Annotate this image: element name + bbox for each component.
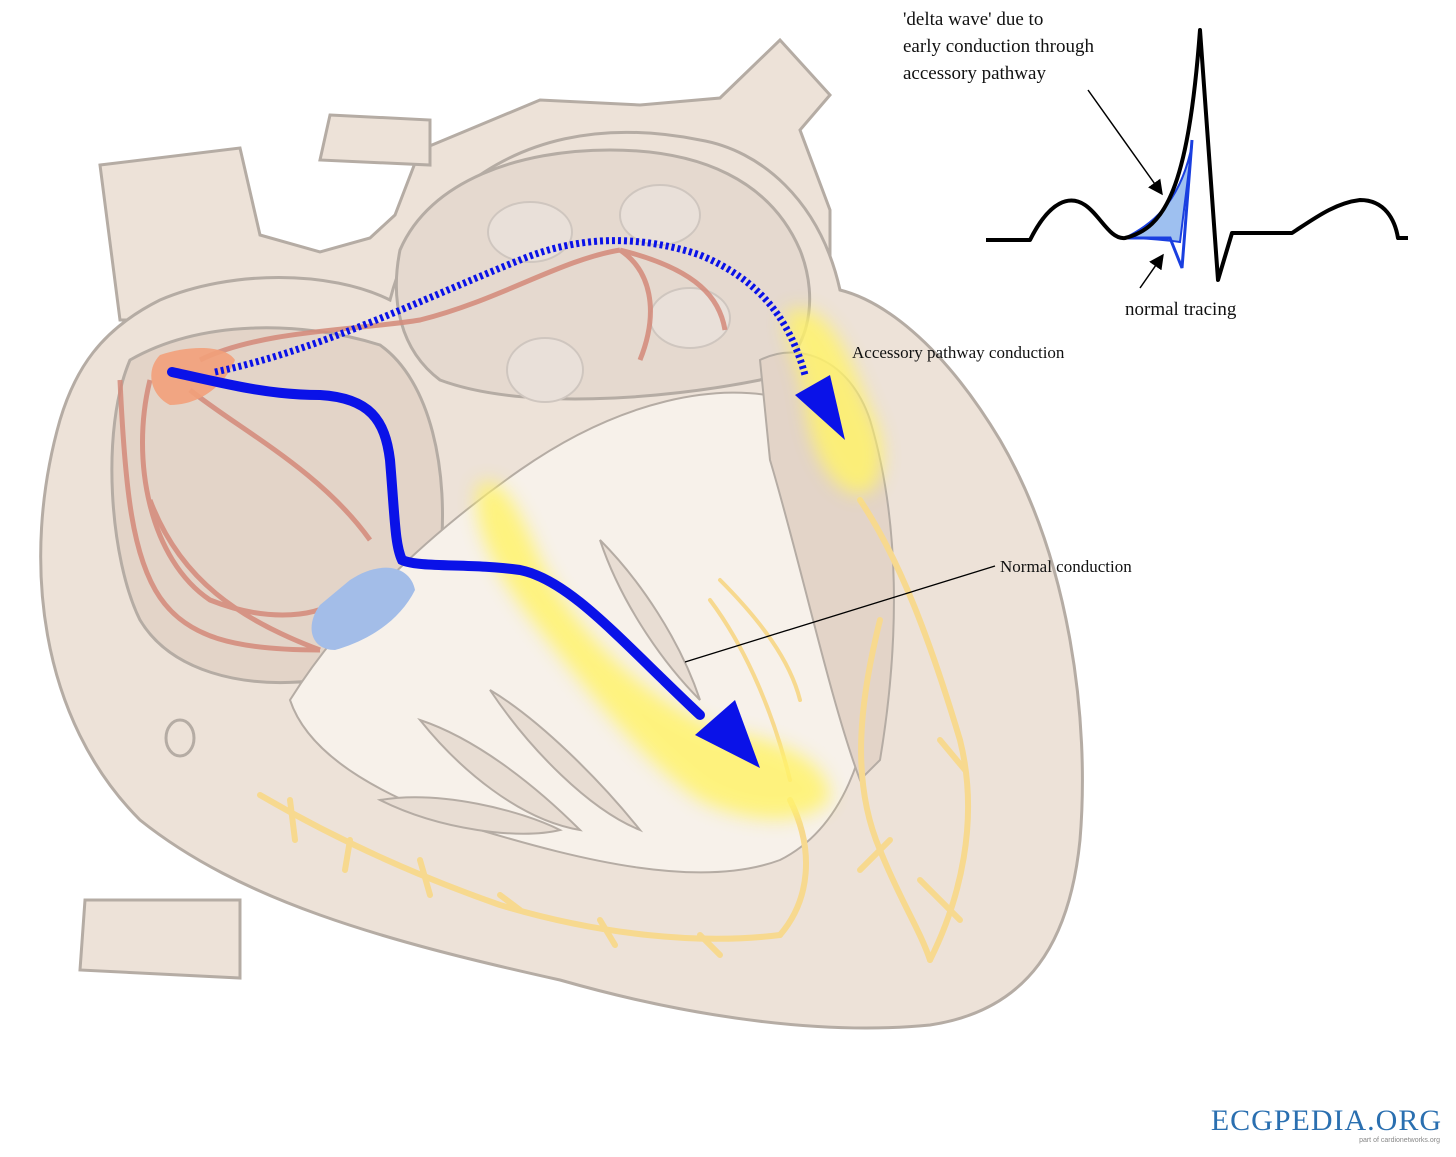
- normal-tracing-pointer: [1139, 253, 1164, 289]
- normal-tracing-line: [1125, 139, 1194, 269]
- wpw-tracing-line: [986, 28, 1408, 282]
- logo-tagline: part of cardionetworks.org: [1359, 1137, 1440, 1144]
- normal-conduction-arrow: [167, 367, 760, 768]
- delta-wave-line-2: early conduction through: [903, 36, 1095, 57]
- purkinje-fibers: [257, 497, 971, 963]
- internodal-tracts: [117, 247, 728, 653]
- normal-conduction-leader: [684, 565, 996, 663]
- normal-conduction-label: Normal conduction: [1000, 557, 1132, 576]
- ecg-tracing: [986, 28, 1408, 289]
- accessory-pathway-arrow: [214, 237, 845, 440]
- ecgpedia-logo: ECGPEDIA.ORG part of cardionetworks.org: [1210, 1104, 1442, 1144]
- delta-wave-pointer: [1087, 89, 1163, 196]
- delta-wave-label: 'delta wave' due to early conduction thr…: [903, 6, 1094, 87]
- normal-tracing-label: normal tracing: [1125, 299, 1237, 320]
- delta-wave-line-3: accessory pathway: [903, 63, 1046, 84]
- av-node: [311, 567, 415, 650]
- accessory-conduction-label: Accessory pathway conduction: [852, 343, 1065, 362]
- logo-brand: ECGPEDIA.ORG: [1210, 1104, 1442, 1137]
- delta-wave-line-1: 'delta wave' due to: [903, 9, 1044, 30]
